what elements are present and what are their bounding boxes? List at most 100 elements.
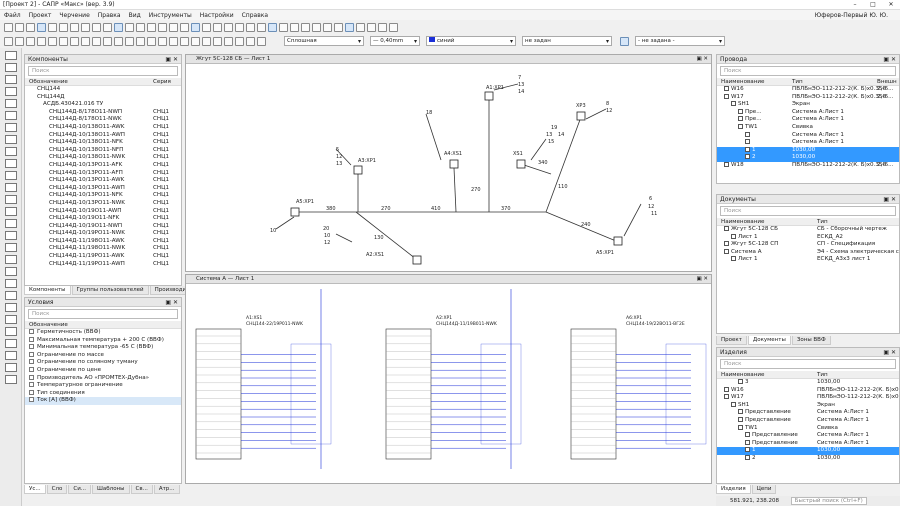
draw-tool-icon[interactable]: [246, 36, 255, 46]
tab-components[interactable]: Компоненты: [24, 286, 71, 295]
checkbox[interactable]: [29, 366, 34, 372]
side-tool-icon[interactable]: [5, 111, 17, 120]
draw-tool-icon[interactable]: [70, 36, 79, 46]
toolbar-button-icon[interactable]: [345, 22, 354, 32]
tab-zones[interactable]: Зоны ВВФ: [791, 336, 831, 345]
list-item[interactable]: СНЦ144Д: [25, 94, 181, 102]
menu-view[interactable]: Вид: [128, 11, 141, 19]
side-tool-icon[interactable]: [5, 327, 17, 336]
connector-block[interactable]: [385, 328, 522, 460]
side-tool-icon[interactable]: [5, 183, 17, 192]
list-item[interactable]: Производитель АО «ПРОМТЕХ-Дубна»: [25, 374, 181, 383]
close-icon[interactable]: ▣ ✕: [883, 56, 896, 63]
close-icon[interactable]: ▣ ✕: [696, 276, 708, 282]
list-item[interactable]: Ограничение по цене: [25, 366, 181, 375]
menu-help[interactable]: Справка: [241, 11, 269, 19]
color-select[interactable]: синий: [426, 36, 516, 46]
toolbar-button-icon[interactable]: [224, 22, 233, 32]
side-tool-icon[interactable]: [5, 267, 17, 276]
table-row[interactable]: Система А:Лист 1: [717, 139, 899, 147]
draw-tool-icon[interactable]: [92, 36, 101, 46]
side-tool-icon[interactable]: [5, 231, 17, 240]
connector-block[interactable]: [195, 328, 332, 460]
side-tool-icon[interactable]: [5, 171, 17, 180]
connector-block[interactable]: [570, 328, 707, 460]
side-tool-icon[interactable]: [5, 279, 17, 288]
close-icon[interactable]: ▣ ✕: [165, 299, 178, 306]
list-item[interactable]: Тип соединения: [25, 389, 181, 398]
components-search[interactable]: Поиск: [28, 66, 178, 76]
list-item[interactable]: СНЦ144: [25, 86, 181, 94]
side-tool-icon[interactable]: [5, 87, 17, 96]
quick-search-input[interactable]: Быстрый поиск (Ctrl+F): [790, 497, 867, 505]
toolbar-button-icon[interactable]: [81, 22, 90, 32]
products-search[interactable]: Поиск: [720, 359, 896, 369]
close-icon[interactable]: ✕: [888, 1, 894, 8]
draw-tool-icon[interactable]: [48, 36, 57, 46]
toolbar-button-icon[interactable]: [334, 22, 343, 32]
draw-tool-icon[interactable]: [147, 36, 156, 46]
tab-chains[interactable]: Цепи: [751, 485, 777, 494]
menu-project[interactable]: Проект: [28, 11, 52, 19]
toolbar-button-icon[interactable]: [235, 22, 244, 32]
menu-tools[interactable]: Инструменты: [148, 11, 192, 19]
draw-tool-icon[interactable]: [125, 36, 134, 46]
fill-select[interactable]: не задан: [522, 36, 612, 46]
close-icon[interactable]: ▣ ✕: [165, 56, 178, 63]
toolbar-button-icon[interactable]: [356, 22, 365, 32]
draw-tool-icon[interactable]: [213, 36, 222, 46]
list-item[interactable]: Температурное ограничение: [25, 382, 181, 390]
toolbar-button-icon[interactable]: [136, 22, 145, 32]
side-tool-icon[interactable]: [5, 363, 17, 372]
toolbar-button-icon[interactable]: [15, 22, 24, 32]
toolbar-button-icon[interactable]: [48, 22, 57, 32]
draw-tool-icon[interactable]: [37, 36, 46, 46]
toolbar-button-icon[interactable]: [180, 22, 189, 32]
tab-documents[interactable]: Документы: [747, 336, 791, 345]
draw-tool-icon[interactable]: [103, 36, 112, 46]
toolbar-button-icon[interactable]: [367, 22, 376, 32]
close-icon[interactable]: ▣ ✕: [696, 56, 708, 62]
draw-tool-icon[interactable]: [81, 36, 90, 46]
toolbar-button-icon[interactable]: [378, 22, 387, 32]
side-tool-icon[interactable]: [5, 255, 17, 264]
draw-tool-icon[interactable]: [191, 36, 200, 46]
menu-settings[interactable]: Настройки: [199, 11, 234, 19]
toolbar-button-icon[interactable]: [4, 22, 13, 32]
toolbar-button-icon[interactable]: [169, 22, 178, 32]
toolbar-button-icon[interactable]: [92, 22, 101, 32]
draw-tool-icon[interactable]: [169, 36, 178, 46]
table-row[interactable]: Система А:Лист 1: [717, 131, 899, 140]
toolbar-button-icon[interactable]: [125, 22, 134, 32]
checkbox[interactable]: [29, 351, 34, 357]
draw-tool-icon[interactable]: [114, 36, 123, 46]
side-tool-icon[interactable]: [5, 135, 17, 144]
toolbar-button-icon[interactable]: [213, 22, 222, 32]
side-tool-icon[interactable]: [5, 159, 17, 168]
draw-tool-icon[interactable]: [59, 36, 68, 46]
tab-conditions-3[interactable]: Шаблоны: [92, 485, 130, 494]
toolbar-button-icon[interactable]: [147, 22, 156, 32]
toolbar-button-icon[interactable]: [114, 22, 123, 32]
conditions-search[interactable]: Поиск: [28, 309, 178, 319]
